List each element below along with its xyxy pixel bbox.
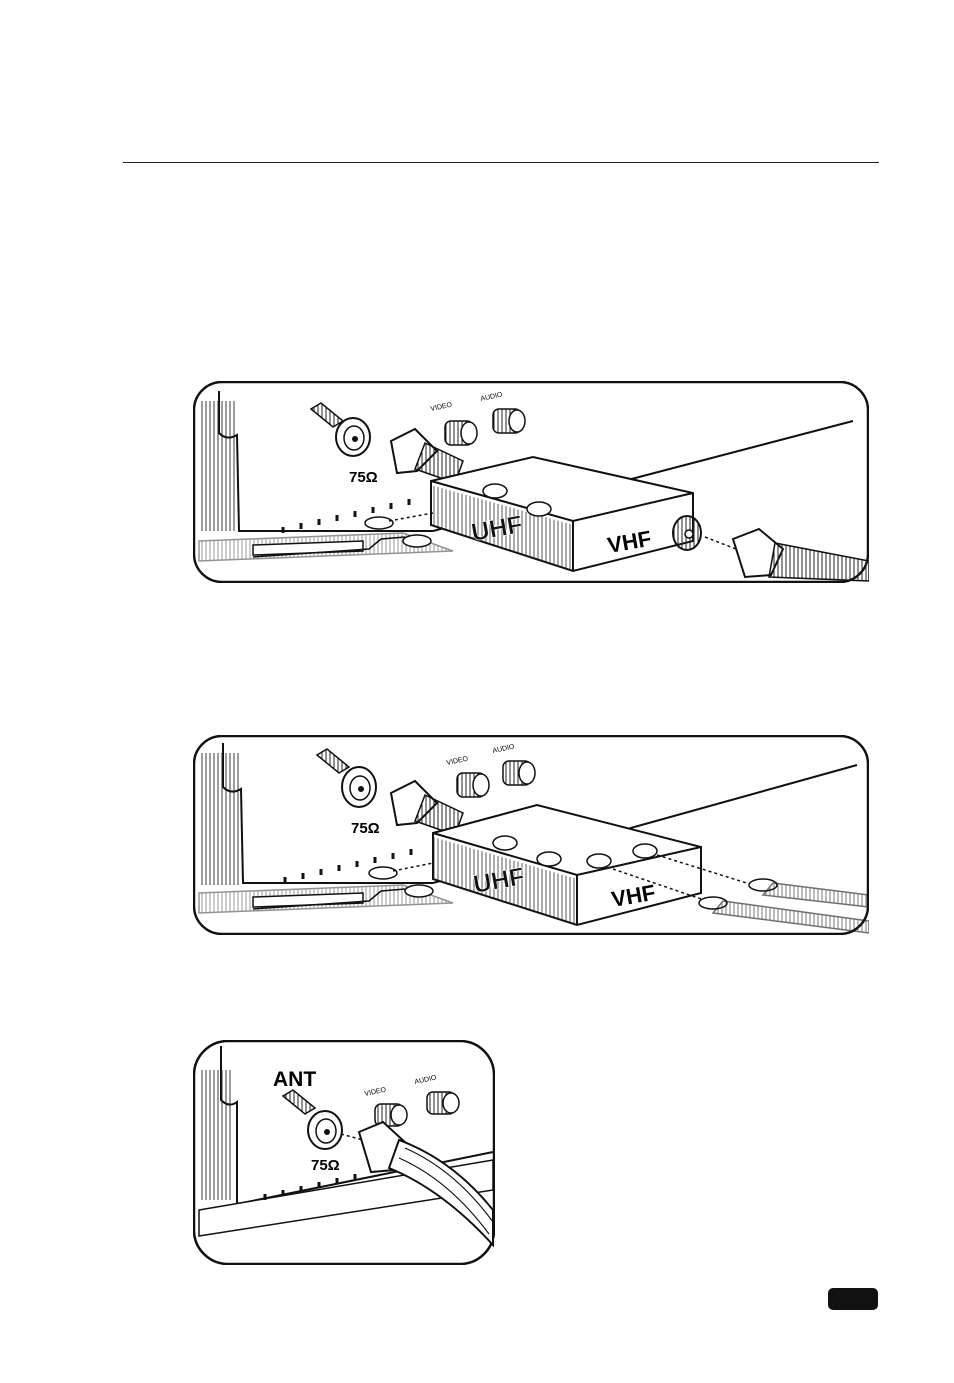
page-number-tab — [828, 1288, 878, 1310]
figure-uhf-vhf-coax-connection: 75Ω VIDEO AUDIO UHF VHF — [193, 381, 869, 583]
audio-label: AUDIO — [492, 743, 516, 755]
video-jack — [444, 420, 478, 446]
uhf-vhf-combiner: UHF VHF — [432, 803, 702, 927]
impedance-label: 75Ω — [311, 1157, 340, 1174]
audio-jack — [502, 760, 536, 786]
audio-label: AUDIO — [414, 1074, 438, 1086]
video-label: VIDEO — [430, 401, 453, 412]
figure-ant-coax-connection: ANT 75Ω VIDEO AUDIO — [193, 1040, 495, 1265]
video-label: VIDEO — [364, 1086, 387, 1097]
antenna-jack — [309, 402, 371, 457]
antenna-jack — [315, 748, 377, 808]
header-rule — [123, 162, 879, 163]
impedance-label: 75Ω — [349, 469, 378, 486]
audio-label: AUDIO — [480, 391, 504, 403]
illustration-1: 75Ω VIDEO AUDIO UHF VHF — [193, 381, 869, 583]
audio-jack — [492, 408, 526, 434]
frame — [193, 1040, 495, 1265]
antenna-jack — [281, 1089, 343, 1150]
audio-jack — [426, 1091, 460, 1115]
illustration-2: 75Ω VIDEO AUDIO UHF VHF — [193, 735, 869, 935]
figure-uhf-vhf-twinlead-connection: 75Ω VIDEO AUDIO UHF VHF — [193, 735, 869, 935]
ant-label: ANT — [273, 1068, 316, 1091]
illustration-3: ANT 75Ω VIDEO AUDIO — [193, 1040, 495, 1265]
video-jack — [374, 1103, 408, 1127]
impedance-label: 75Ω — [351, 820, 380, 837]
video-label: VIDEO — [446, 755, 469, 766]
uhf-vhf-combiner: UHF VHF — [430, 455, 702, 573]
video-jack — [456, 772, 490, 798]
